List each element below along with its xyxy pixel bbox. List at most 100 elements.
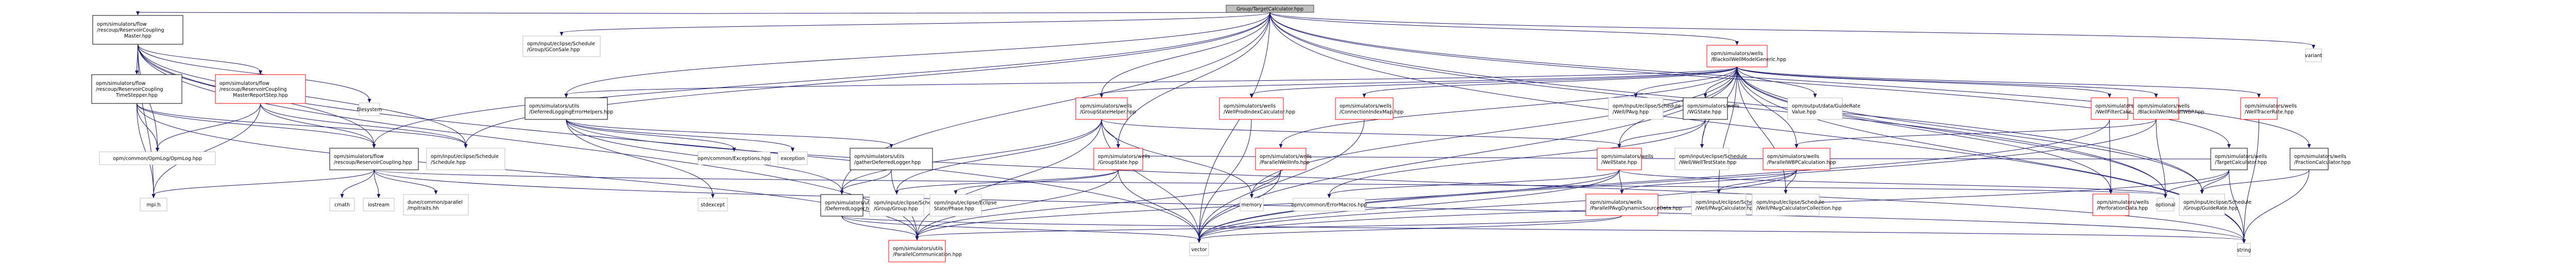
edge-rctimestepper-to-mpih [137, 103, 154, 196]
edge-groupstate-to-vector [1118, 169, 1199, 240]
node-ppavgdyn[interactable]: opm/simulators/wells/ParallelPAvgDynamic… [1585, 193, 1682, 216]
node-box [215, 74, 306, 104]
node-box [2237, 243, 2251, 257]
node-label-line: /Well/WellTestState.hpp [1679, 160, 1736, 165]
edge-root-to-bwmg [1269, 12, 1737, 43]
arrowhead-rc-to-iostream [377, 194, 381, 198]
node-pwbp[interactable]: opm/simulators/wells/ParallelWBPCalculat… [1762, 148, 1836, 170]
node-label-line: State/Phase.hpp [934, 206, 974, 212]
node-bwmwbp[interactable]: opm/simulators/wells/BlackoilWellModelWB… [2133, 97, 2204, 120]
node-wellfiltercake[interactable]: opm/simulators/wells/WellFilterCake.hpp [2091, 97, 2147, 120]
arrowhead-groupstate-to-phase [954, 190, 958, 195]
node-parallelcomm[interactable]: opm/simulators/utils/ParallelCommunicati… [888, 240, 962, 262]
edge-wellfiltercake-to-perfdata [2109, 119, 2111, 191]
node-wellprodindex[interactable]: opm/simulators/wells/WellProdIndexCalcul… [1219, 97, 1295, 120]
node-gatherdl[interactable]: opm/simulators/utils/gatherDeferredLogge… [850, 148, 933, 170]
node-label-line: /WellProdIndexCalculator.hpp [1224, 109, 1295, 115]
arrowhead-groupstatehelper-to-groupstate [1116, 144, 1120, 148]
edge-targetcalc-to-optional [2165, 169, 2229, 196]
node-root[interactable]: Group/TargetCalculator.hpp [1226, 5, 1314, 13]
node-box [2210, 148, 2248, 170]
node-fractioncalc[interactable]: opm/simulators/wells/FractionCalculator.… [2290, 148, 2351, 170]
arrowhead-dleh-to-exception [791, 148, 794, 152]
node-connindexmap[interactable]: opm/simulators/wells/ConnectionIndexMap.… [1335, 97, 1403, 120]
node-label-line: opm/input/eclipse/Schedule [527, 41, 595, 47]
node-errormacros: opm/common/ErrorMacros.hpp [1292, 198, 1367, 212]
edge-rcmasterreport-to-mpih [153, 103, 261, 196]
node-box [698, 151, 771, 165]
node-label-line: opm/simulators/wells [1687, 103, 1739, 109]
node-label-line: vector [1191, 247, 1207, 253]
nodes-layer: Group/TargetCalculator.hpp opm/simulators… [91, 5, 2351, 262]
edge-wgstate-to-wellstate [1619, 119, 1706, 146]
edge-rctimestepper-to-rc [137, 103, 375, 146]
node-perfdata[interactable]: opm/simulators/wells/PerforationData.hpp [2092, 193, 2149, 216]
edge-wellstate-to-errormacros [1329, 169, 1620, 196]
node-wellstate[interactable]: opm/simulators/wells/WellState.hpp [1597, 148, 1653, 170]
edge-root-to-guiderate [1269, 12, 2202, 191]
edge-parallelwellinfo-to-parallelcomm [917, 169, 1281, 238]
node-label-line: /Group/GuideRate.hpp [2183, 205, 2238, 211]
edge-rc-to-mpitraits [374, 169, 436, 192]
node-dleh[interactable]: opm/simulators/utils/DeferredLoggingErro… [524, 97, 613, 120]
node-rctimestepper[interactable]: opm/simulators/flow/rescoup/ReservoirCou… [91, 74, 182, 104]
node-box [1608, 97, 1664, 120]
arrowhead-wellfiltercake-to-perfdata [2109, 190, 2113, 194]
edge-bwmg-to-connindexmap [1364, 66, 1737, 95]
node-label-line: opm/output/data/GuideRate [1792, 103, 1860, 109]
node-label-line: Value.hpp [1792, 109, 1816, 115]
node-rcmaster[interactable]: opm/simulators/flow/rescoup/ReservoirCou… [92, 15, 183, 45]
edge-groupstatehelper-to-wellstate [1101, 119, 1620, 146]
node-box [869, 194, 924, 217]
edge-deferredlogger-to-string [841, 216, 2244, 241]
edge-rc-to-iostream [374, 169, 379, 196]
node-label-line: mpi.h [147, 202, 161, 208]
node-variant: variant [2305, 48, 2323, 62]
node-label-line: opm/common/Exceptions.hpp [698, 156, 771, 162]
node-targetcalc[interactable]: opm/simulators/wells/TargetCalculator.hp… [2210, 148, 2267, 170]
edge-dleh-to-string [566, 119, 2244, 241]
node-groupstatehelper[interactable]: opm/simulators/wells/GroupStateHelper.hp… [1075, 97, 1136, 120]
node-rcmasterreport[interactable]: opm/simulators/flow/rescoup/ReservoirCou… [215, 74, 306, 104]
node-string: string [2237, 243, 2251, 257]
node-label-line: /Schedule.hpp [431, 160, 466, 165]
node-box [1075, 97, 1128, 120]
node-groupstate[interactable]: opm/simulators/wells/GroupState.hpp [1093, 148, 1150, 170]
node-wgstate[interactable]: opm/simulators/wells/WGState.hpp [1683, 97, 1739, 120]
node-label-line: /ParallelWellInfo.hpp [1260, 160, 1310, 165]
node-label-line: /TargetCalculator.hpp [2215, 160, 2267, 165]
edge-deferredlogger-to-vector [841, 216, 1199, 240]
arrowhead-ppavgdyn-to-parallelcomm [915, 236, 919, 240]
edge-bwmg-to-bwmwbp [1737, 66, 2157, 95]
edge-bwmg-to-guiderate [1737, 66, 2202, 191]
node-rc[interactable]: opm/simulators/flow/rescoup/ReservoirCou… [329, 148, 419, 170]
node-label-line: TimeStepper.hpp [115, 93, 158, 98]
node-deferredlogger[interactable]: opm/simulators/utils/DeferredLogger.hpp [820, 194, 875, 217]
edge-wellstate-to-vector [1199, 169, 1620, 240]
edge-rctimestepper-to-parallelcomm [137, 103, 918, 238]
edge-wgstate-to-errormacros [1329, 119, 1706, 196]
node-label-line: /Well/PAvgCalculator.hpp [1696, 205, 1756, 211]
node-box [1093, 148, 1143, 170]
arrowhead-bwmg-to-welltracer [2257, 94, 2261, 98]
arrowhead-wgstate-to-welltest [1700, 144, 1704, 148]
node-welltracer[interactable]: opm/simulators/wells/WellTracerRate.hpp [2240, 97, 2297, 120]
edge-bwmg-to-perfdata [1737, 66, 2111, 191]
arrowhead-rcmasterreport-to-schedule [464, 144, 468, 148]
node-box [1293, 198, 1366, 212]
node-label-line: /WellFilterCake.hpp [2095, 109, 2142, 115]
edge-dleh-to-stdexcept [566, 119, 713, 196]
node-label-line: /rescoup/ReservoirCoupling [219, 87, 287, 93]
node-box [91, 74, 182, 104]
node-parallelwellinfo[interactable]: opm/simulators/wells/ParallelWellInfo.hp… [1255, 148, 1312, 170]
node-exception: exception [777, 151, 808, 165]
edge-bwmg-to-welltracer [1737, 66, 2259, 95]
node-label-line: /rescoup/ReservoirCoupling.hpp [334, 160, 412, 165]
node-bwmg[interactable]: opm/simulators/wells/BlackoilWellModelGe… [1706, 45, 1786, 67]
edge-pwbp-to-ppavgdyn [1621, 169, 1797, 191]
node-label-line: opm/input/eclipse/Schedule [1756, 200, 1824, 205]
arrowhead-bwmg-to-dleh [564, 94, 568, 98]
node-mpitraits: dune/common/parallel/mpitraits.hh [403, 194, 469, 216]
arrowhead-rc-to-mpih [151, 194, 156, 198]
